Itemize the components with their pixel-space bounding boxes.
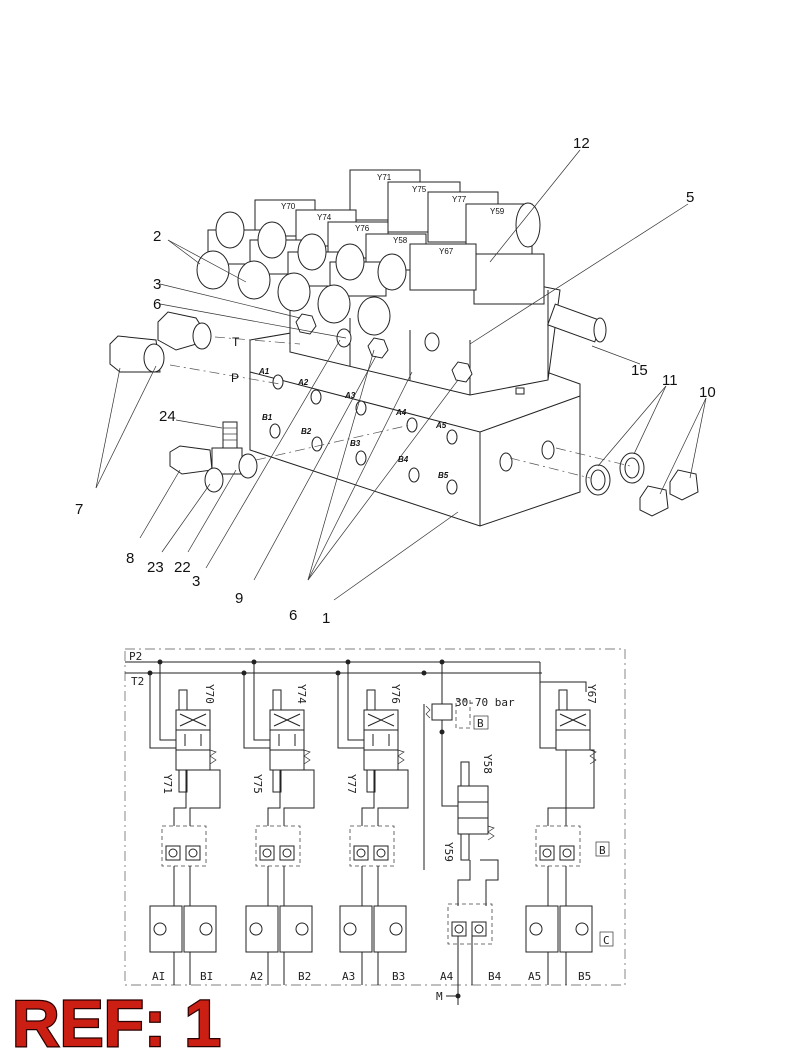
callout-5: 5 <box>686 189 694 206</box>
callout-22: 22 <box>174 559 191 576</box>
callout-15: 15 <box>631 362 648 379</box>
callout-7: 7 <box>75 501 83 518</box>
callout-24: 24 <box>159 408 176 425</box>
callout-23: 23 <box>147 559 164 576</box>
pressure-relief-section: 30-70 bar B <box>423 662 515 906</box>
supply-label-p2: P2 <box>129 650 142 663</box>
port-label-a4: A4 <box>395 408 407 417</box>
callout-3b: 3 <box>192 573 200 590</box>
callout-10: 10 <box>699 384 716 401</box>
gauge-port-m: M <box>436 990 443 1003</box>
boxed-letter-b1: B <box>477 717 484 730</box>
sch-port-b5: B5 <box>578 970 591 983</box>
line-label-t: T <box>232 335 240 349</box>
port-label-a1: A1 <box>258 367 270 376</box>
sch-tag-y58: Y58 <box>481 754 494 774</box>
sch-port-ai: AI <box>152 970 165 983</box>
sch-port-b4: B4 <box>488 970 502 983</box>
port-label-b2: B2 <box>301 427 312 436</box>
tag-y58: Y58 <box>393 236 408 245</box>
port-label-b3: B3 <box>350 439 361 448</box>
sch-port-a4: A4 <box>440 970 454 983</box>
port-label-b1: B1 <box>262 413 273 422</box>
tag-y76: Y76 <box>355 224 370 233</box>
hydraulic-schematic: P2 T2 <box>124 648 626 1005</box>
seals-and-plugs-right <box>509 447 699 517</box>
valve-section-2 <box>243 662 315 826</box>
valve-section-3 <box>337 662 409 826</box>
sch-tag-y59: Y59 <box>442 842 455 862</box>
valve-section-5 <box>539 673 597 826</box>
pressure-setting-label: 30-70 bar <box>455 696 515 709</box>
sch-port-b3: B3 <box>392 970 405 983</box>
tag-y59: Y59 <box>490 207 505 216</box>
sch-tag-y67: Y67 <box>585 684 598 704</box>
callout-1: 1 <box>322 610 330 627</box>
port-label-a3: A3 <box>344 391 356 400</box>
tag-y67: Y67 <box>439 247 454 256</box>
sch-tag-y76: Y76 <box>389 684 402 704</box>
sch-port-b2: B2 <box>298 970 311 983</box>
boxed-letter-c: C <box>603 934 610 947</box>
callout-6: 6 <box>153 296 161 313</box>
reference-stamp: REF: 1 <box>12 986 221 1053</box>
plug-15 <box>547 303 607 343</box>
leader-lines <box>95 149 707 601</box>
sch-tag-y75: Y75 <box>251 774 264 794</box>
tag-y71: Y71 <box>377 173 392 182</box>
sch-port-a5: A5 <box>528 970 541 983</box>
callout-2: 2 <box>153 228 161 245</box>
tag-y70: Y70 <box>281 202 296 211</box>
sch-port-bi: BI <box>200 970 213 983</box>
callout-6b: 6 <box>289 607 297 624</box>
port-label-a5: A5 <box>435 421 447 430</box>
solenoid-coils-front <box>196 199 477 383</box>
port-label-a2: A2 <box>297 378 309 387</box>
fitting-cluster-24 <box>169 421 411 493</box>
sch-port-a3: A3 <box>342 970 355 983</box>
tag-y74: Y74 <box>317 213 332 222</box>
valve-section-1 <box>149 662 221 826</box>
shuttle-valve-row: C <box>149 903 614 953</box>
callout-9: 9 <box>235 590 243 607</box>
callout-3: 3 <box>153 276 161 293</box>
port-label-b5: B5 <box>438 471 449 480</box>
check-valve-row: B <box>161 825 610 867</box>
sch-tag-y77: Y77 <box>345 774 358 794</box>
fitting-7 <box>109 311 301 385</box>
sch-port-a2: A2 <box>250 970 263 983</box>
callout-11: 11 <box>662 372 678 389</box>
port-label-b4: B4 <box>398 455 409 464</box>
line-label-p: P <box>231 371 239 385</box>
supply-label-t2: T2 <box>131 675 144 688</box>
sch-tag-y74: Y74 <box>295 684 308 704</box>
tag-y75: Y75 <box>412 185 427 194</box>
sch-tag-y71: Y71 <box>161 774 174 794</box>
solenoid-coils-back <box>349 169 545 305</box>
valve-assembly-drawing: 12 5 2 3 6 15 11 10 24 7 8 23 22 3 9 6 1… <box>75 135 716 627</box>
callout-12: 12 <box>573 135 590 152</box>
boxed-letter-b2: B <box>599 844 606 857</box>
sch-tag-y70: Y70 <box>203 684 216 704</box>
callout-8: 8 <box>126 550 134 567</box>
tag-y77: Y77 <box>452 195 467 204</box>
